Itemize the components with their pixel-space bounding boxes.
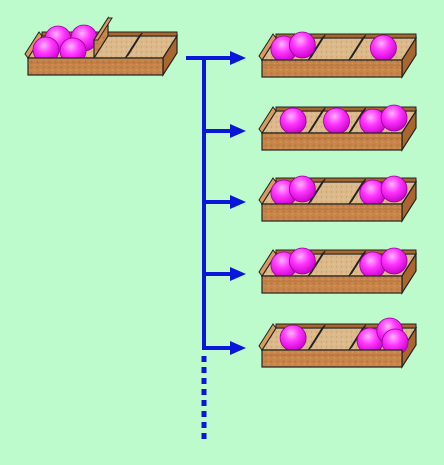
ball [323,107,350,135]
result-tray-3 [258,175,418,224]
result-tray-front [261,132,403,151]
ball [380,104,408,132]
ball [288,247,316,275]
ball [279,107,307,135]
continuation-dot [201,433,207,439]
source-tray-front [27,57,164,76]
compartment-divider [348,107,367,134]
source-divider-top [93,17,113,41]
continuation-dot [201,389,207,395]
branch-arrowhead [230,124,246,138]
tray-group [24,15,418,370]
result-tray-front [261,203,403,222]
continuation-dot [201,356,207,362]
continuation-dot [201,411,207,417]
ball [369,34,397,62]
ball [380,247,408,275]
compartment-divider [348,178,367,205]
continuation-dot [201,422,207,428]
ball [288,31,316,59]
flow-connector [186,51,246,439]
branch-arrowhead [230,195,246,209]
compartment-divider [307,324,326,351]
source-tray [24,15,179,78]
continuation-dot [201,400,207,406]
branch-arrowhead [230,267,246,281]
compartment-divider [307,107,326,134]
result-tray-front [261,349,403,368]
branch-arrowhead [230,51,246,65]
branch-arrowhead [230,341,246,355]
tray-left-rim [258,323,277,351]
compartment-divider [124,32,143,59]
compartment-divider [348,250,367,277]
result-tray-2 [258,104,418,153]
ball [279,324,307,352]
ball [288,175,316,203]
result-tray-front [261,59,403,78]
ball [380,175,408,203]
result-tray-4 [258,247,418,296]
result-tray-front [261,275,403,294]
tray-left-rim [258,106,277,134]
compartment-divider [348,34,367,61]
result-tray-1 [258,31,418,80]
continuation-dot [201,367,207,373]
result-tray-5 [258,317,418,370]
continuation-dot [201,378,207,384]
